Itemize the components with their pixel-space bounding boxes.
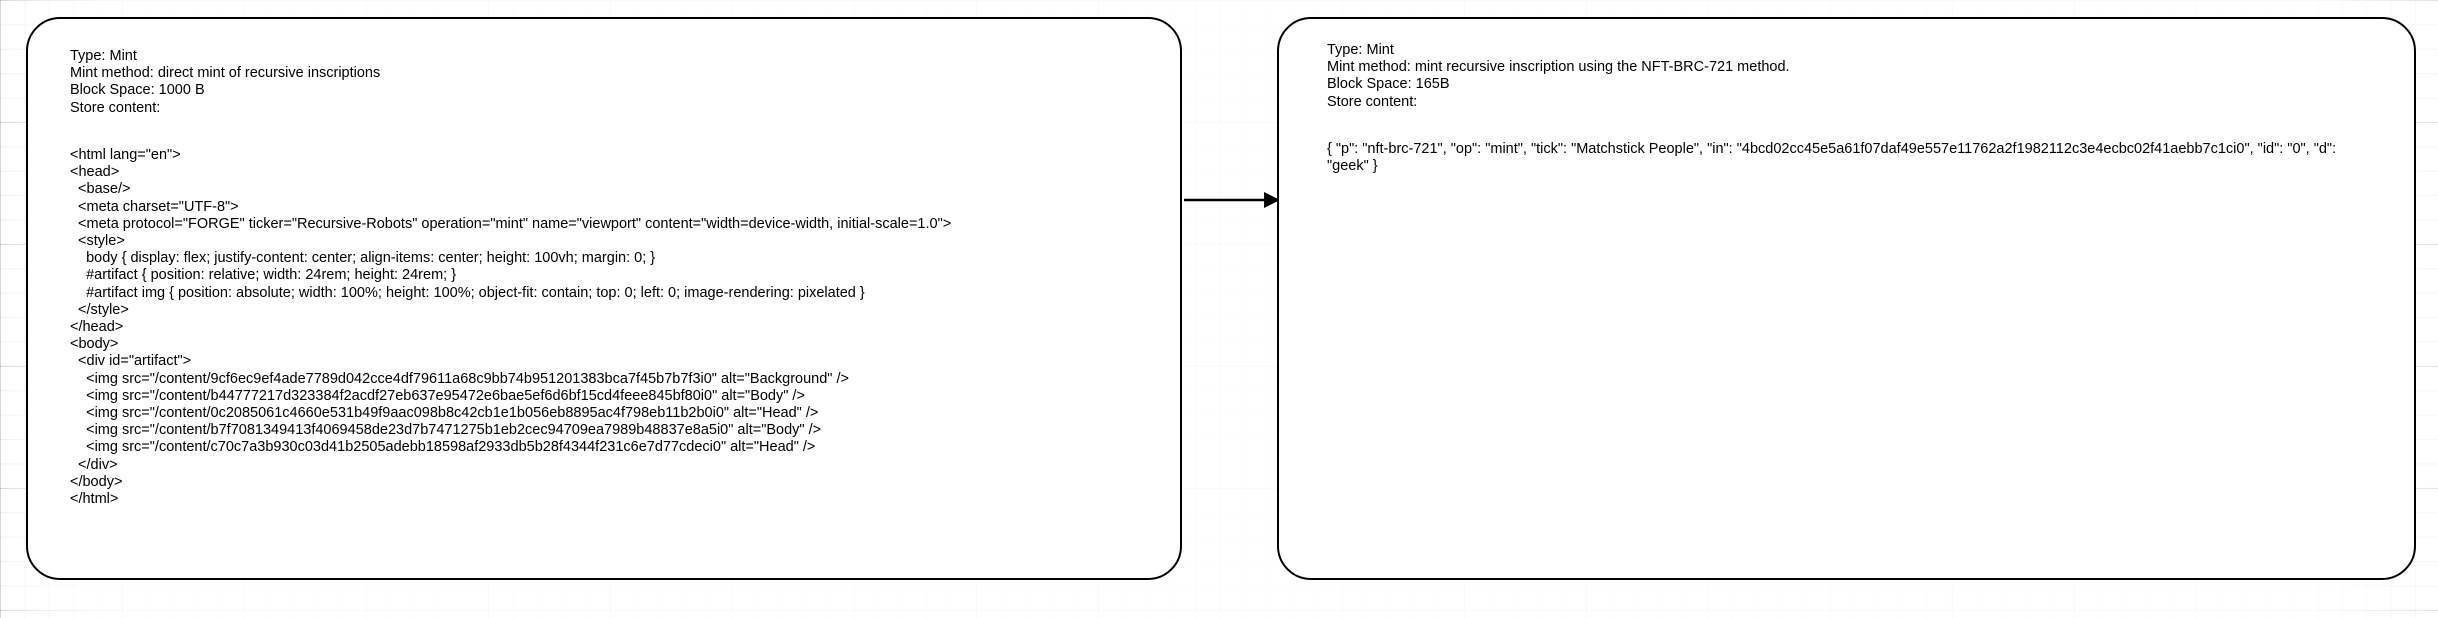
- mint-node-direct[interactable]: Type: Mint Mint method: direct mint of r…: [26, 17, 1182, 580]
- mint-node-nft-brc-721-header: Type: Mint Mint method: mint recursive i…: [1327, 42, 1790, 110]
- mint-node-nft-brc-721[interactable]: Type: Mint Mint method: mint recursive i…: [1277, 17, 2416, 580]
- flow-arrow-icon: [1184, 192, 1280, 208]
- mint-node-direct-code: <html lang="en"> <head> <base/> <meta ch…: [70, 147, 952, 508]
- mint-node-direct-content: Type: Mint Mint method: direct mint of r…: [28, 19, 1180, 578]
- mint-node-nft-brc-721-code: { "p": "nft-brc-721", "op": "mint", "tic…: [1327, 141, 2341, 175]
- mint-node-nft-brc-721-content: Type: Mint Mint method: mint recursive i…: [1279, 19, 2414, 578]
- mint-node-direct-header: Type: Mint Mint method: direct mint of r…: [70, 48, 381, 116]
